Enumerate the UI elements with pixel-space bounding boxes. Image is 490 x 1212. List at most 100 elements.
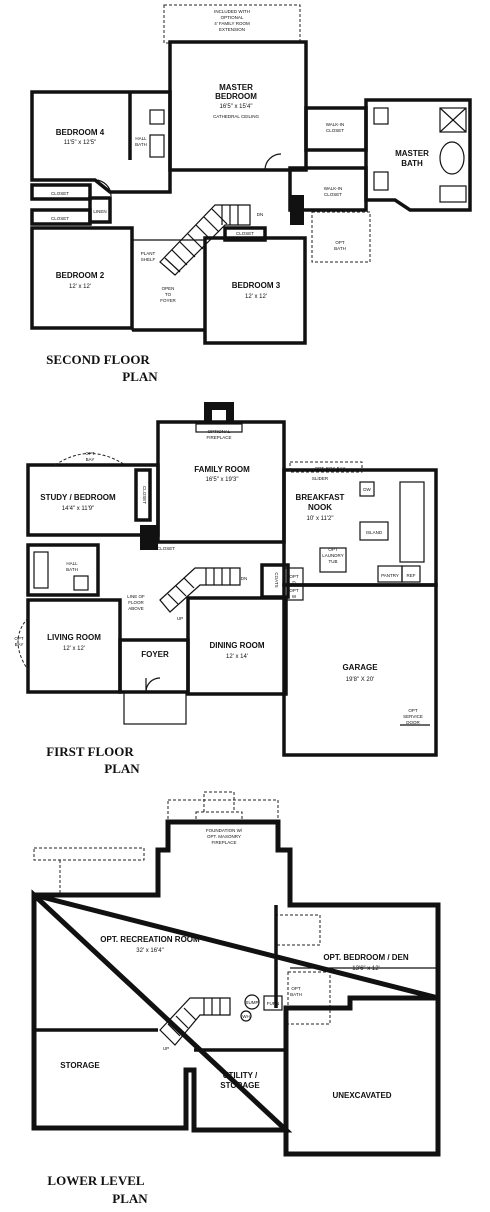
lower-level-plan — [31, 791, 441, 1157]
first-floor-labels: OPTIONAL FIREPLACE FAMILY ROOM 16'5" x 1… — [14, 429, 422, 776]
island-label: ISLAND — [366, 530, 383, 535]
breakfast-label-2: NOOK — [308, 503, 332, 512]
ext-note-line4: EXTENSION — [219, 27, 245, 32]
dining-room-size: 12' x 14' — [226, 654, 248, 660]
sump-label: SUMP — [245, 1000, 258, 1005]
closet-b-label: CLOSET — [157, 546, 175, 551]
ext-note-line2: OPTIONAL — [221, 15, 244, 20]
bedroom3-label: BEDROOM 3 — [232, 281, 281, 290]
laundry-3: TUB — [329, 559, 338, 564]
first-floor-title-2: PLAN — [104, 761, 140, 776]
master-bath-walls — [364, 98, 472, 212]
second-floor-plan — [30, 4, 472, 345]
dining-room-walls — [186, 596, 288, 696]
breakfast-label-1: BREAKFAST — [296, 493, 345, 502]
bedroom2-label: BEDROOM 2 — [56, 271, 105, 280]
plant-shelf-1: PLANT — [141, 251, 156, 256]
up-label: UP — [163, 1046, 169, 1051]
slider-label: SLIDER — [312, 476, 329, 481]
service-door-3: DOOR — [406, 720, 420, 725]
service-door-2: SERVICE — [403, 714, 423, 719]
garage-size: 19'8" X 20' — [346, 677, 374, 683]
foyer-label: FOYER — [141, 650, 169, 659]
master-bedroom-label-1: MASTER — [219, 83, 253, 92]
opt-bay-2b: BAY — [15, 642, 24, 647]
bedroom3-size: 12' x 12' — [245, 294, 267, 300]
family-room-label: FAMILY ROOM — [194, 465, 250, 474]
bedroom-den-label: OPT. BEDROOM / DEN — [323, 953, 409, 962]
opt-box-bay-label: OPT. BOX BAY — [315, 466, 346, 471]
walkin-2-line1: WALK-IN — [324, 186, 343, 191]
utility-label-1: UTILITY / — [223, 1071, 258, 1080]
open-to-foyer-2: TO — [165, 292, 172, 297]
hall-bath-1: HALL — [66, 561, 78, 566]
living-room-label: LIVING ROOM — [47, 633, 101, 642]
living-room-size: 12' x 12' — [63, 646, 85, 652]
lower-level-stairs — [159, 997, 231, 1046]
hall-bath-label-1: HALL — [135, 136, 147, 141]
recreation-label: OPT. RECREATION ROOM — [100, 935, 200, 944]
hall-bath-2: BATH — [66, 567, 78, 572]
walkin-1-line2: CLOSET — [326, 128, 344, 133]
hall-bath-label-2: BATH — [135, 142, 147, 147]
utility-label-2: STORAGE — [220, 1081, 260, 1090]
closet-a-label: CLOSET — [51, 191, 69, 196]
opt-bay-1b: BAY — [86, 457, 95, 462]
first-floor-stairs — [159, 567, 241, 613]
dw-label: DW — [363, 487, 371, 492]
master-bath-label-2: BATH — [401, 159, 423, 168]
dn-label: DN — [241, 576, 248, 581]
master-bedroom-label-2: BEDROOM — [215, 92, 257, 101]
bedroom4-label: BEDROOM 4 — [56, 128, 105, 137]
lower-level-title-1: LOWER LEVEL — [47, 1173, 144, 1188]
linen-label: LINEN — [93, 209, 106, 214]
open-to-foyer-3: FOYER — [160, 298, 176, 303]
fireplace-label-1: OPTIONAL — [208, 429, 231, 434]
ext-note-line1: INCLUDED WITH — [214, 9, 250, 14]
closet-c-label: CLOSET — [236, 231, 254, 236]
plant-shelf-2: SHELF — [141, 257, 156, 262]
second-floor-title-1: SECOND FLOOR — [46, 352, 150, 367]
breakfast-size: 10' x 11'2" — [307, 516, 334, 522]
opt-w-1: OPT — [289, 588, 299, 593]
recreation-size: 32' x 16'4" — [136, 948, 163, 954]
first-floor-plan — [17, 402, 438, 757]
lower-outer-walls — [33, 819, 441, 1157]
furn-label: FURN — [267, 1001, 280, 1006]
foyer-walls — [118, 638, 190, 694]
line-of-floor-3: ABOVE — [128, 606, 144, 611]
garage-walls — [282, 583, 438, 757]
pantry-label: PANTRY — [381, 573, 399, 578]
opt-d-1: OPT — [289, 574, 299, 579]
opt-d-2: D — [292, 580, 296, 585]
coats-label: COATS — [274, 572, 279, 587]
study-walls — [26, 463, 160, 537]
open-to-foyer-1: OPEN — [162, 286, 175, 291]
second-floor-title-2: PLAN — [122, 369, 158, 384]
bedroom4-walls — [30, 90, 172, 194]
line-of-floor-1: LINE OF — [127, 594, 145, 599]
dining-room-label: DINING ROOM — [209, 641, 264, 650]
closet-b-label: CLOSET — [51, 216, 69, 221]
lower-level-labels: FOUNDATION W/ OPT. MASONRY FIREPLACE OPT… — [47, 828, 408, 1206]
bedroom4-size: 11'5" x 12'5" — [64, 140, 96, 146]
opt-bay-1a: OPT — [85, 451, 95, 456]
opt-w-2: W — [292, 594, 297, 599]
laundry-2: LAUNDRY — [322, 553, 343, 558]
fireplace-label-2: FIREPLACE — [206, 435, 231, 440]
laundry-1: OPT — [328, 547, 338, 552]
lower-level-title-2: PLAN — [112, 1191, 148, 1206]
service-door-1: OPT — [408, 708, 418, 713]
unexcavated-label: UNEXCAVATED — [332, 1091, 391, 1100]
opt-bath-1: OPT — [291, 986, 301, 991]
study-size: 14'4" x 11'9" — [62, 506, 94, 512]
master-bath-label-1: MASTER — [395, 149, 429, 158]
opt-bay-2a: OPT — [14, 636, 24, 641]
master-bedroom-size: 16'5" x 15'4" — [220, 104, 253, 110]
foundation-note-2: OPT. MASONRY — [207, 834, 241, 839]
family-room-size: 16'5" x 19'3" — [206, 477, 239, 483]
storage-label: STORAGE — [60, 1061, 100, 1070]
garage-label: GARAGE — [342, 663, 378, 672]
ref-label: REF — [407, 573, 416, 578]
